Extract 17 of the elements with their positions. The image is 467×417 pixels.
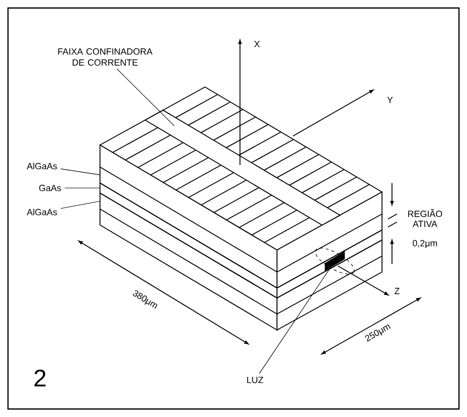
- figure-number: 2: [34, 370, 46, 386]
- layer-band: [100, 208, 382, 314]
- leader-line: [60, 168, 100, 176]
- emission-spot: [315, 248, 355, 274]
- layer-label: GaAs: [39, 184, 61, 192]
- layer-label: AlGaAs: [26, 162, 57, 170]
- dimension-label: REGIÃO ATIVA: [408, 209, 442, 227]
- axis-label: X: [254, 40, 260, 48]
- leader-line: [116, 68, 175, 126]
- axis-label: Y: [387, 96, 393, 104]
- leader-line: [259, 268, 330, 374]
- leader-line: [60, 200, 100, 209]
- axis-label: Z: [394, 288, 400, 294]
- label-text: FAIXA CONFINADORA DE CORRENTE: [58, 48, 152, 66]
- dimension-label: 0,2μm: [412, 240, 437, 248]
- label-text: LUZ: [247, 376, 264, 384]
- layer-label: AlGaAs: [26, 208, 57, 216]
